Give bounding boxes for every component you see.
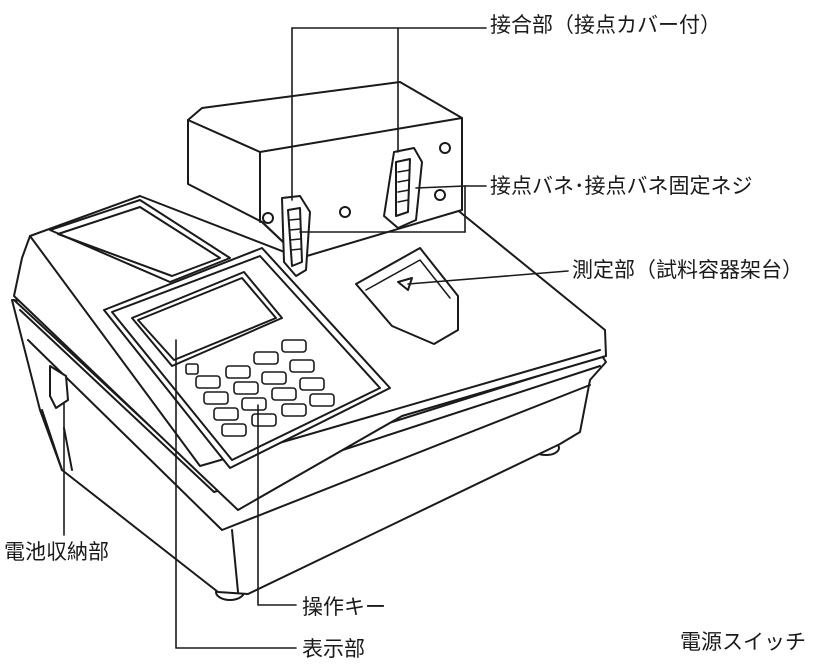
control-panel [103, 247, 391, 469]
screw-hole-icon [439, 142, 451, 154]
key [299, 377, 325, 391]
key [289, 359, 315, 373]
key [185, 363, 199, 375]
contact-connector-right [383, 147, 423, 229]
battery-compartment [49, 365, 69, 409]
key [225, 365, 251, 379]
key [261, 371, 287, 385]
display-screen [131, 271, 283, 367]
label-contact-spring: 接点バネ･接点バネ固定ネジ [490, 174, 753, 198]
screw-hole-icon [262, 212, 274, 224]
key [309, 393, 335, 407]
keypad [185, 339, 335, 437]
key [221, 423, 247, 437]
key [281, 339, 307, 353]
screw-hole-icon [434, 189, 446, 201]
label-battery-compartment: 電池収納部 [4, 540, 109, 564]
measurement-stage [355, 247, 459, 345]
key [253, 351, 279, 365]
label-display: 表示部 [302, 637, 365, 661]
screw-hole-icon [339, 206, 351, 218]
leader-lines [63, 27, 569, 649]
key [195, 375, 221, 389]
key [271, 387, 297, 401]
key [213, 407, 239, 421]
key [233, 381, 259, 395]
label-operation-keys: 操作キー [302, 595, 386, 619]
key [241, 397, 267, 411]
label-power-switch: 電源スイッチ [680, 630, 806, 654]
key [281, 403, 307, 417]
key [251, 413, 277, 427]
label-connector: 接合部（接点カバー付） [490, 13, 721, 37]
key [203, 391, 229, 405]
contact-connector-left [281, 195, 311, 277]
label-measurement-stage: 測定部（試料容器架台） [572, 258, 803, 282]
